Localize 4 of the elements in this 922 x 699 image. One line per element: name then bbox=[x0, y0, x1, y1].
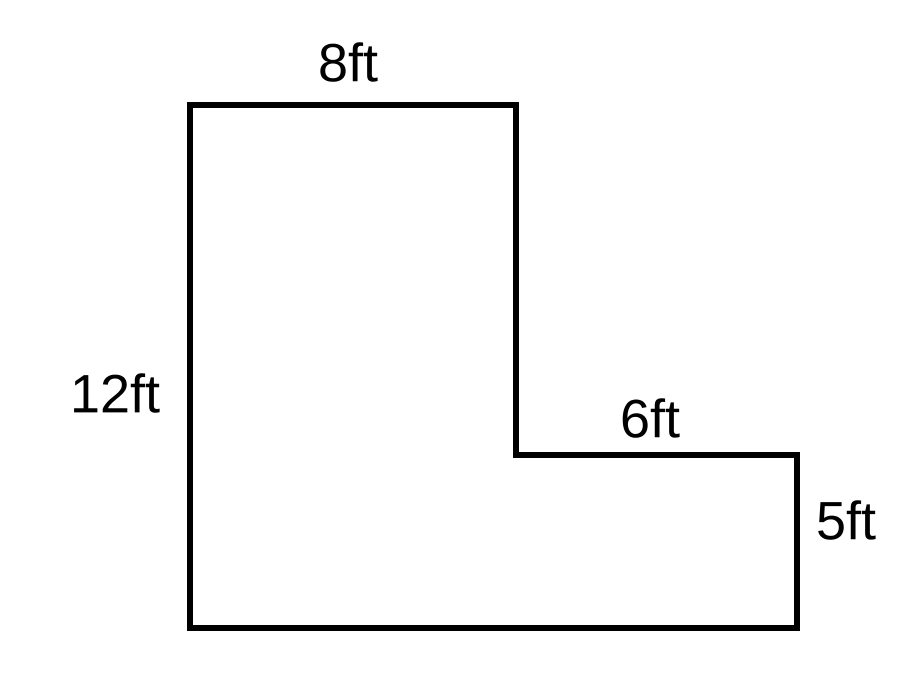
dimension-label: 5ft bbox=[818, 500, 876, 540]
dimension-label: 6ft bbox=[622, 398, 680, 438]
dimension-label: 8ft bbox=[320, 42, 378, 82]
dimension-label: 12ft bbox=[74, 373, 160, 413]
